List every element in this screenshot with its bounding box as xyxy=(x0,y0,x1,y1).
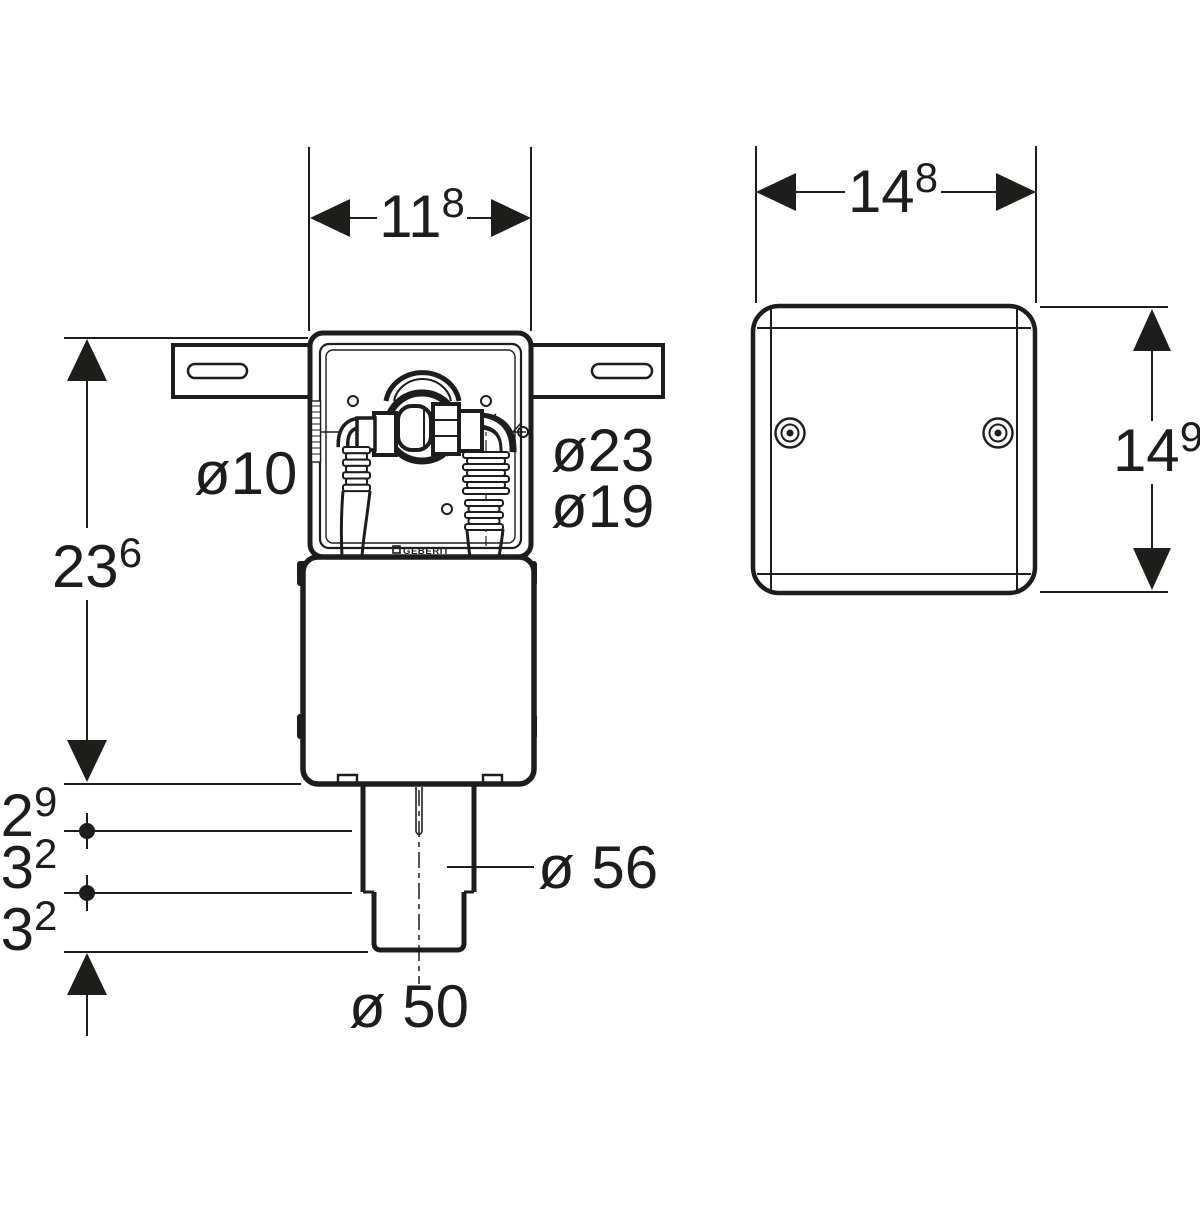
sealing-strip-ribs xyxy=(311,405,321,455)
outlet-pipe xyxy=(360,786,534,984)
arrowhead-right-icon xyxy=(491,199,531,237)
corrugated-hose-right xyxy=(462,451,510,558)
corrugated-hose-left xyxy=(339,446,372,558)
dim-offset-b-label: 32 xyxy=(1,830,58,901)
protection-box: GEBERIT xyxy=(297,545,537,787)
arrowhead-down-icon xyxy=(1133,548,1171,590)
sealing-strip xyxy=(310,400,322,463)
screw-outer xyxy=(982,417,1014,449)
front-view: 118 29 32 32 236 xyxy=(1,147,665,1040)
hose-tail-wall xyxy=(360,490,372,558)
housing-box xyxy=(307,330,534,560)
brand-mark: GEBERIT xyxy=(392,545,449,557)
arrowhead-left-icon xyxy=(310,199,350,237)
protection-box-body xyxy=(300,554,537,787)
hose-tail-wall xyxy=(339,490,345,558)
sealing-strip-body xyxy=(310,400,322,463)
valve-dome xyxy=(383,370,462,402)
arrowhead-left-icon xyxy=(756,173,796,211)
screw-center-icon xyxy=(786,429,794,437)
mounting-bracket-left xyxy=(171,343,312,399)
dim-front-height-label: 236 xyxy=(52,529,142,600)
coupling-right xyxy=(431,402,461,456)
hose-rib xyxy=(342,483,371,493)
bracket-slot-right xyxy=(590,362,654,380)
reference-lines: 29 32 32 xyxy=(1,337,368,1036)
dimension-plate-width: 148 xyxy=(755,146,1037,303)
bottom-clip xyxy=(336,773,359,782)
arrowhead-up-icon xyxy=(67,339,107,381)
coupling-left xyxy=(372,411,398,457)
cover-plate xyxy=(750,303,1038,596)
screw-inner xyxy=(780,423,800,443)
arrowhead-up-icon xyxy=(1133,309,1171,351)
trap-valve xyxy=(336,370,517,465)
screw-center-icon xyxy=(994,429,1002,437)
screw-inner xyxy=(988,423,1008,443)
label-inlet-hose-large: ø23 xyxy=(551,417,654,484)
dimension-front-height: 236 xyxy=(52,339,142,782)
label-inlet-hose-small: ø19 xyxy=(551,473,654,540)
label-outlet-socket-diameter: ø 56 xyxy=(538,834,658,901)
cover-plate-view: 148 xyxy=(750,146,1200,596)
dim-front-width-label: 118 xyxy=(379,179,465,250)
hose-rib xyxy=(464,523,504,531)
dim-offset-a-label: 29 xyxy=(1,778,58,849)
arrowhead-up-icon xyxy=(67,953,107,995)
brand-label: GEBERIT xyxy=(403,546,449,557)
hose-rib xyxy=(462,487,510,495)
dim-plate-height-label: 149 xyxy=(1113,413,1200,484)
knockout-hole-icon xyxy=(441,503,453,515)
elbow-right-bore xyxy=(480,417,510,453)
label-outlet-pipe-diameter: ø 50 xyxy=(349,973,469,1040)
bracket-slot-left xyxy=(186,362,249,380)
dimension-front-width: 118 xyxy=(308,147,532,331)
dim-plate-width-label: 148 xyxy=(848,154,938,225)
knockout-hole-icon xyxy=(347,395,359,407)
arrowhead-down-icon xyxy=(67,740,107,782)
screw-left xyxy=(774,417,806,449)
screw-right xyxy=(982,417,1014,449)
brand-logo-icon xyxy=(392,545,401,554)
mounting-bracket-right xyxy=(527,343,665,399)
label-knockout-diameter: ø10 xyxy=(194,440,297,507)
cover-plate-body xyxy=(750,303,1038,596)
dim-offset-c-label: 32 xyxy=(1,892,58,963)
arrowhead-right-icon xyxy=(996,173,1036,211)
bottom-clip xyxy=(481,773,504,782)
knockout-hole-icon xyxy=(480,395,492,407)
valve-dome-inner xyxy=(393,377,452,402)
screw-outer xyxy=(774,417,806,449)
coupling-right-2 xyxy=(457,409,484,453)
coupling-left-2 xyxy=(355,416,377,452)
valve-front xyxy=(396,404,433,452)
dimension-plate-height: 149 xyxy=(1040,306,1200,593)
